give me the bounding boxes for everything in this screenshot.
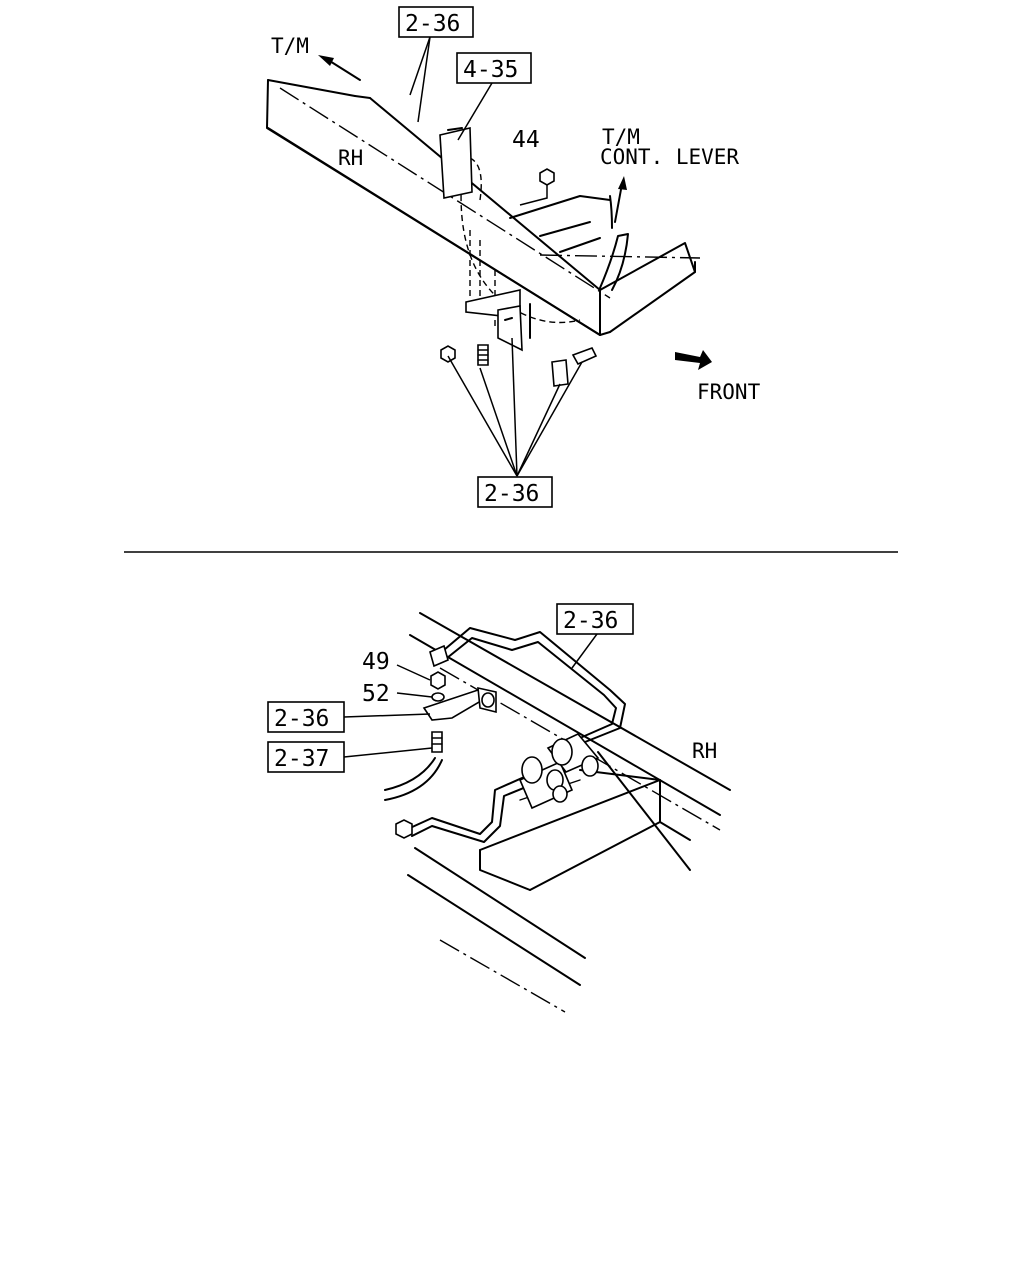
rh-label-bottom: RH xyxy=(692,739,717,763)
tm-cont-arrow-icon xyxy=(614,183,623,223)
part-49-label: 49 xyxy=(362,649,390,675)
tm-label: T/M xyxy=(271,34,309,58)
top-leaders xyxy=(409,36,583,477)
tm-cont-label-line2: CONT. LEVER xyxy=(600,145,739,169)
ref-top-text: 2-36 xyxy=(405,11,460,37)
part-52-label: 52 xyxy=(362,681,390,707)
brake-hose xyxy=(384,757,436,791)
nut-44-icon xyxy=(539,168,555,186)
pipe-end-fitting-icon xyxy=(429,644,449,668)
frame-rail xyxy=(266,79,701,336)
top-view: T/M RH 44 T/M CONT. LEVER FRONT 2-36 4-3… xyxy=(266,6,761,508)
bracket-hardware xyxy=(384,671,497,801)
brake-pipe xyxy=(395,627,626,843)
hardware-set xyxy=(440,168,598,387)
bracket-plate-icon xyxy=(422,689,488,721)
part-44-label: 44 xyxy=(512,127,540,153)
ref-pipe-text: 2-36 xyxy=(563,608,618,634)
front-arrow-icon xyxy=(675,350,712,370)
ref-hose-text: 2-37 xyxy=(274,746,329,772)
ref-bracket-text: 2-36 xyxy=(274,706,329,732)
rh-label: RH xyxy=(338,146,363,170)
front-label: FRONT xyxy=(697,380,761,404)
bolt-right-icon xyxy=(571,347,598,366)
bottom-view: 49 52 RH 2-36 2-36 2-37 xyxy=(267,603,731,1013)
frame-lines xyxy=(407,612,731,1013)
ref-box-hose: 2-37 xyxy=(267,741,345,773)
tm-cont-label-line1: T/M xyxy=(602,125,640,149)
cross-member xyxy=(509,195,629,291)
mount-bracket xyxy=(439,126,581,352)
pipe-flare-nut-icon xyxy=(395,819,413,839)
ref-box-bracket: 2-36 xyxy=(267,701,345,733)
ref-box-mid: 4-35 xyxy=(456,52,532,84)
hose-fitting-icon xyxy=(431,731,443,753)
bottom-leaders xyxy=(343,633,598,758)
nut-49-icon xyxy=(430,671,446,690)
nut-left-icon xyxy=(440,345,456,363)
washer-52-icon xyxy=(431,692,445,702)
ref-mid-text: 4-35 xyxy=(463,57,518,83)
direction-arrows xyxy=(318,55,712,370)
ref-box-bottom: 2-36 xyxy=(477,476,553,508)
ref-box-pipe: 2-36 xyxy=(556,603,634,635)
ref-bottom-text: 2-36 xyxy=(484,481,539,507)
ref-box-top: 2-36 xyxy=(398,6,474,38)
clip-icon xyxy=(551,359,569,387)
junction-block xyxy=(518,733,600,810)
